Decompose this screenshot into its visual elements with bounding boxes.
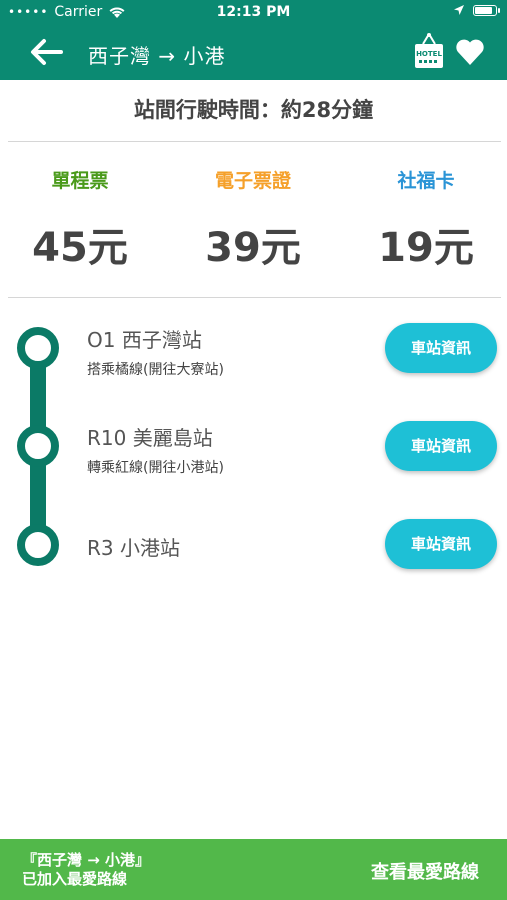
toast-status: 已加入最愛路線 — [22, 870, 128, 888]
station-info-button[interactable]: 車站資訊 — [385, 323, 497, 373]
fare-label: 社福卡 — [397, 170, 455, 192]
status-time: 12:13 PM — [216, 4, 291, 20]
route-stop: R10 美麗島站 轉乘紅線(開往小港站) — [87, 422, 224, 477]
toast-message: 『西子灣 → 小港』 已加入最愛路線 — [22, 851, 150, 889]
status-bar: ••••• Carrier 12:13 PM — [0, 0, 507, 26]
stop-name: R3 小港站 — [87, 536, 180, 560]
fare-price: 19元 — [378, 225, 474, 271]
stop-note: 搭乘橘線(開往大寮站) — [87, 362, 224, 378]
wifi-icon — [109, 7, 125, 18]
route-node — [17, 425, 59, 467]
fare-label: 電子票證 — [214, 170, 291, 192]
page-title: 西子灣 → 小港 — [88, 44, 226, 68]
travel-time: 站間行駛時間：約28分鐘 — [133, 98, 374, 122]
carrier-label: Carrier — [54, 4, 103, 20]
toast-route: 『西子灣 → 小港』 — [22, 851, 151, 869]
nav-bar: 西子灣 → 小港 HOTEL — [0, 26, 507, 80]
station-info-button[interactable]: 車站資訊 — [385, 519, 497, 569]
signal-icon: ••••• — [8, 5, 49, 19]
hotel-sign-icon[interactable]: HOTEL — [413, 32, 445, 70]
favorite-toast: 『西子灣 → 小港』 已加入最愛路線 查看最愛路線 — [0, 839, 507, 900]
fare-price: 39元 — [205, 225, 301, 271]
arrow-left-icon[interactable] — [28, 36, 64, 68]
station-info-button[interactable]: 車站資訊 — [385, 421, 497, 471]
fare-single-ticket: 單程票 45元 — [0, 166, 165, 273]
divider — [8, 297, 501, 298]
stop-name: R10 美麗島站 — [87, 426, 213, 450]
divider — [8, 141, 501, 142]
fare-label: 單程票 — [51, 170, 109, 192]
route-stop: O1 西子灣站 搭乘橘線(開往大寮站) — [87, 324, 224, 379]
route-stop: R3 小港站 — [87, 532, 180, 561]
view-favorites-button[interactable]: 查看最愛路線 — [371, 862, 479, 883]
location-arrow-icon — [454, 5, 464, 15]
heart-icon[interactable] — [455, 38, 485, 66]
stop-name: O1 西子灣站 — [87, 328, 202, 352]
fare-e-ticket: 電子票證 39元 — [168, 166, 338, 273]
app-header: ••••• Carrier 12:13 PM 西子灣 → 小港 HOTEL — [0, 0, 507, 80]
battery-icon — [473, 4, 500, 16]
fare-price: 45元 — [32, 225, 128, 271]
fare-welfare-card: 社福卡 19元 — [341, 166, 507, 273]
stop-note: 轉乘紅線(開往小港站) — [87, 460, 224, 476]
route-node — [17, 327, 59, 369]
hotel-sign-text: HOTEL — [416, 50, 442, 58]
route-node — [17, 524, 59, 566]
